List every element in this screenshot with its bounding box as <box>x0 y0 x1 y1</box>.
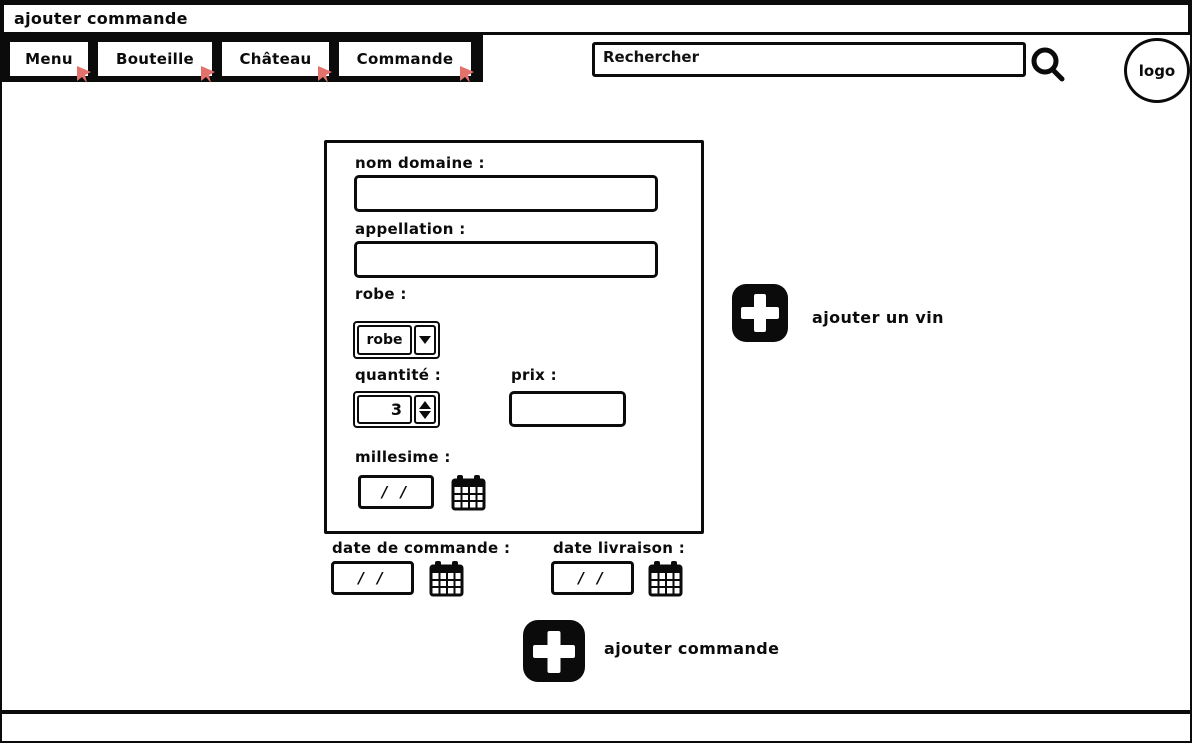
date-livraison-label: date livraison : <box>553 539 686 557</box>
millesime-date-field[interactable]: / / <box>358 475 434 509</box>
millesime-date-value: / / <box>381 483 411 501</box>
robe-dropdown-button[interactable] <box>414 325 436 355</box>
calendar-icon[interactable] <box>429 560 464 597</box>
tab-menu[interactable]: Menu <box>8 39 91 83</box>
quantite-stepper-buttons[interactable] <box>414 395 436 424</box>
footer-divider <box>2 710 1190 714</box>
link-arrow-icon <box>201 65 215 83</box>
date-livraison-value: / / <box>578 569 607 587</box>
add-order-button[interactable] <box>522 619 586 683</box>
search-input[interactable] <box>592 42 1026 77</box>
stepper-up-icon <box>419 400 431 409</box>
page-title-bar: ajouter commande <box>2 2 1190 35</box>
tab-bouteille[interactable]: Bouteille <box>96 39 215 83</box>
footer-bar <box>2 714 1190 741</box>
robe-dropdown[interactable]: robe <box>353 321 440 359</box>
nom-domaine-field[interactable] <box>354 175 658 212</box>
link-arrow-icon <box>77 65 91 83</box>
nav-tab-bar: Menu Bouteille Château Commande <box>2 35 483 83</box>
add-wine-label: ajouter un vin <box>812 308 944 327</box>
calendar-icon[interactable] <box>648 560 683 597</box>
nom-domaine-label: nom domaine : <box>355 154 485 172</box>
calendar-icon[interactable] <box>451 474 486 511</box>
logo: logo <box>1124 38 1190 103</box>
page-title: ajouter commande <box>14 9 188 28</box>
date-livraison-field[interactable]: / / <box>551 561 634 595</box>
link-arrow-icon <box>318 65 332 83</box>
robe-label: robe : <box>355 285 407 303</box>
prix-label: prix : <box>511 366 557 384</box>
robe-dropdown-value: robe <box>357 325 412 355</box>
tab-commande[interactable]: Commande <box>337 39 474 83</box>
link-arrow-icon <box>460 65 474 83</box>
date-commande-value: / / <box>358 569 387 587</box>
stepper-down-icon <box>419 410 431 419</box>
wine-form-panel: nom domaine : appellation : robe : robe … <box>324 140 704 534</box>
add-wine-button[interactable] <box>731 283 789 343</box>
quantite-value: 3 <box>357 395 412 424</box>
appellation-label: appellation : <box>355 220 466 238</box>
prix-field[interactable] <box>509 391 626 427</box>
date-commande-label: date de commande : <box>332 539 511 557</box>
tab-bouteille-label: Bouteille <box>115 49 195 68</box>
date-commande-field[interactable]: / / <box>331 561 414 595</box>
tab-chateau[interactable]: Château <box>220 39 332 83</box>
logo-label: logo <box>1138 61 1176 80</box>
quantite-label: quantité : <box>355 366 442 384</box>
millesime-label: millesime : <box>355 448 451 466</box>
appellation-field[interactable] <box>354 241 658 278</box>
tab-commande-label: Commande <box>356 49 454 68</box>
tab-chateau-label: Château <box>239 49 312 68</box>
chevron-down-icon <box>419 336 431 344</box>
add-order-label: ajouter commande <box>604 639 780 658</box>
quantite-stepper[interactable]: 3 <box>353 391 440 428</box>
tab-menu-label: Menu <box>25 49 73 68</box>
search-icon[interactable] <box>1030 46 1068 84</box>
